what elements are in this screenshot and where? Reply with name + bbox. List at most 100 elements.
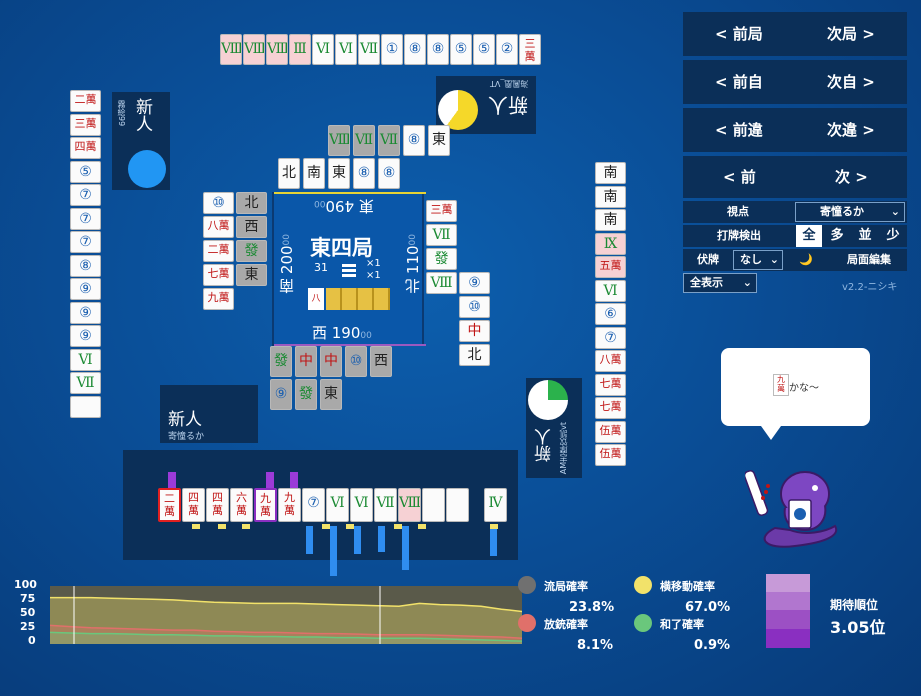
discard-tile: ⑩: [459, 296, 490, 318]
top-hand-tile: Ⅵ: [335, 34, 357, 65]
mascot-snake: [745, 470, 838, 548]
right-hand-tile: Ⅸ: [595, 232, 626, 255]
rank-bar-1: [766, 574, 810, 592]
left-hand-tile: Ⅵ: [70, 348, 101, 371]
discard-tile: Ⅶ: [353, 125, 375, 156]
discard-tile: Ⅶ: [426, 224, 457, 246]
win-label: 和了確率: [660, 618, 704, 631]
win-dot: [634, 614, 652, 632]
view-select[interactable]: 寄憧るか ⌄: [795, 202, 905, 222]
next-button[interactable]: 次 >: [835, 168, 868, 186]
hand-tile[interactable]: 九萬: [278, 488, 301, 522]
discard-tile: ⑧: [378, 158, 400, 189]
y-tick-50: 50: [20, 606, 36, 619]
left-hand-tile: ⑧: [70, 254, 101, 277]
discard-tile: 七萬: [203, 264, 234, 286]
hand-tile[interactable]: [422, 488, 445, 522]
left-player-box: 新人 霧絵99: [112, 92, 170, 190]
next-diff-button[interactable]: 次違 >: [827, 121, 875, 139]
right-hand-tile: 南: [595, 209, 626, 231]
hand-tile[interactable]: Ⅵ: [350, 488, 373, 522]
top-hand-tile: ⑧: [427, 34, 449, 65]
series-line-1: [50, 624, 522, 639]
hand-tile[interactable]: 九萬: [254, 488, 277, 522]
honba-count: 31: [314, 261, 328, 274]
top-hand-tile: Ⅶ: [358, 34, 380, 65]
hand-tile[interactable]: Ⅷ: [398, 488, 421, 522]
next-self-button[interactable]: 次自 >: [827, 73, 875, 91]
discard-tile: 中: [459, 320, 490, 342]
top-player-rank: 新人: [488, 93, 528, 117]
edit-position-button[interactable]: 局面編集: [847, 253, 891, 266]
deal-in-dot: [518, 614, 536, 632]
probability-chart: 100 75 50 25 0: [14, 578, 522, 648]
discard-tile: 九萬: [203, 288, 234, 310]
speech-tile: 九萬: [773, 374, 789, 396]
prev-button[interactable]: < 前: [723, 168, 756, 186]
left-hand-tile: 二萬: [70, 90, 101, 112]
center-bottom-border: [274, 344, 426, 346]
top-player-name: 海鳳凰_VT: [490, 79, 529, 88]
discard-tile: 西: [236, 216, 267, 238]
right-player-rank: 新人: [535, 428, 555, 462]
detect-option-few[interactable]: 少: [886, 228, 900, 243]
right-hand-tile: ⑦: [595, 326, 626, 349]
discard-tile: ⑩: [203, 192, 234, 214]
hand-tile[interactable]: Ⅳ: [484, 488, 507, 522]
speech-bubble: 九萬 かな～: [721, 348, 870, 440]
center-top-border: [274, 192, 426, 194]
chart-plot[interactable]: [50, 586, 522, 644]
hand-tile[interactable]: 六萬: [230, 488, 253, 522]
discard-tile: 北: [278, 158, 300, 189]
left-hand-tile: 四萬: [70, 137, 101, 159]
hand-tile[interactable]: [446, 488, 469, 522]
detect-option-normal[interactable]: 並: [858, 228, 872, 243]
counter-top: ×1: [366, 258, 381, 269]
detect-option-many[interactable]: 多: [830, 228, 844, 243]
hand-tile[interactable]: ⑦: [302, 488, 325, 522]
draw-dot: [518, 576, 536, 594]
prev-round-button[interactable]: < 前局: [715, 25, 763, 43]
dead-wall: [326, 288, 390, 310]
left-player-pie: [128, 150, 166, 188]
expected-rank-value: 3.05位: [830, 618, 886, 637]
score-south: 南 20000: [278, 234, 296, 294]
nav-diff-row: < 前違 次違 >: [683, 108, 907, 152]
show-all-select[interactable]: 全表示 ⌄: [683, 273, 757, 293]
hand-tile[interactable]: 四萬: [182, 488, 205, 522]
dark-mode-button[interactable]: 🌙: [799, 253, 813, 266]
center-panel: 東四局 31 ×1 ×1 八 東 49000 西 19000 南 20000 北…: [272, 192, 426, 346]
top-hand-tile: Ⅷ: [220, 34, 242, 65]
horizontal-dot: [634, 576, 652, 594]
hand-tile[interactable]: Ⅵ: [326, 488, 349, 522]
top-hand-tile: Ⅷ: [243, 34, 265, 65]
win-value: 0.9%: [694, 638, 731, 653]
prev-diff-button[interactable]: < 前違: [715, 121, 763, 139]
rank-bar-3: [766, 610, 810, 629]
hand-tile[interactable]: Ⅶ: [374, 488, 397, 522]
deal-in-label: 放銃確率: [544, 618, 588, 631]
hand-tile[interactable]: 二萬: [158, 488, 181, 522]
detect-option-all[interactable]: 全: [796, 225, 822, 247]
view-label: 視点: [727, 205, 749, 218]
hand-tile[interactable]: 四萬: [206, 488, 229, 522]
deal-in-value: 8.1%: [577, 638, 614, 653]
series-area-0: [50, 597, 522, 644]
prev-self-button[interactable]: < 前自: [715, 73, 763, 91]
view-row: 視点 寄憧るか ⌄: [683, 201, 907, 223]
y-tick-100: 100: [14, 578, 37, 591]
hide-select[interactable]: なし ⌄: [733, 250, 783, 270]
discard-tile: 南: [303, 158, 325, 189]
right-player-pie: [528, 380, 568, 420]
score-north: 北 11000: [404, 234, 422, 294]
left-hand-tile: ⑦: [70, 231, 101, 253]
version-label: v2.2-ニシキ: [842, 282, 898, 293]
show-all-value: 全表示: [690, 276, 723, 289]
top-player-box: 新人 海鳳凰_VT: [436, 76, 536, 134]
next-round-button[interactable]: 次局 >: [827, 25, 875, 43]
